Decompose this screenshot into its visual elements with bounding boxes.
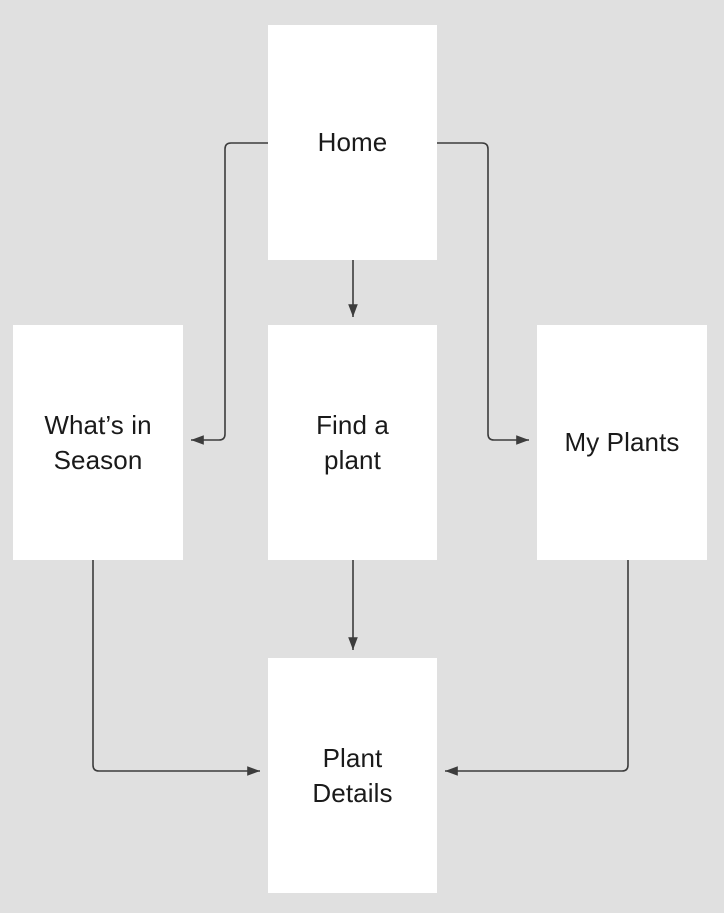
node-find-a-plant-label: Find a plant	[316, 410, 389, 475]
node-plant-details[interactable]: Plant Details	[268, 658, 437, 893]
node-plant-details-label: Plant Details	[312, 743, 393, 808]
node-home-label: Home	[317, 127, 388, 158]
edge-myplants-to-details	[445, 560, 629, 776]
edge-home-to-season	[191, 142, 268, 445]
node-home[interactable]: Home	[268, 25, 437, 260]
edge-home-to-myplants	[437, 142, 529, 445]
edge-season-to-details	[92, 560, 260, 776]
node-my-plants[interactable]: My Plants	[537, 325, 707, 560]
node-find-a-plant[interactable]: Find a plant	[268, 325, 437, 560]
node-whats-in-season[interactable]: What’s in Season	[13, 325, 183, 560]
node-my-plants-label: My Plants	[564, 427, 680, 458]
node-whats-in-season-label: What’s in Season	[44, 410, 152, 475]
